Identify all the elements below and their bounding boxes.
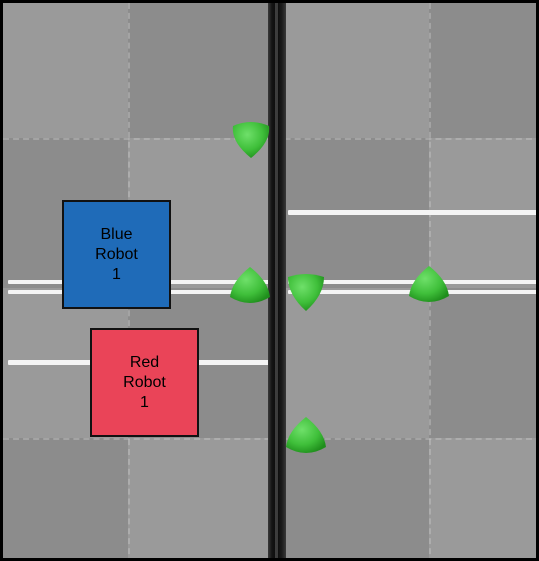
blue-robot-1[interactable]: Blue Robot 1 (62, 200, 171, 309)
field-tile (3, 3, 128, 138)
field-tile (128, 438, 273, 558)
red-robot-label-line2: Robot (123, 373, 166, 391)
field-tile (429, 438, 536, 558)
red-robot-label: Red Robot 1 (123, 353, 166, 413)
field-tile (429, 288, 536, 438)
red-robot-1[interactable]: Red Robot 1 (90, 328, 199, 437)
cone-icon[interactable] (228, 265, 272, 309)
cone-icon[interactable] (284, 415, 328, 459)
field-tile (286, 438, 429, 558)
cone-icon[interactable] (284, 269, 328, 313)
blue-robot-label-line3: 1 (112, 265, 121, 283)
red-robot-label-line1: Red (129, 353, 160, 371)
blue-robot-label-line2: Robot (95, 245, 138, 263)
tape-line-right-upper (288, 210, 536, 215)
field-tile (128, 3, 273, 138)
field-tile (3, 438, 128, 558)
center-barrier (268, 3, 286, 558)
field-tile (429, 3, 536, 138)
blue-robot-label-line1: Blue (100, 225, 133, 243)
red-robot-label-line3: 1 (140, 393, 149, 411)
field-tile (286, 3, 429, 138)
field-tile (286, 288, 429, 438)
tape-line-right-1 (288, 280, 536, 284)
cone-icon[interactable] (229, 116, 273, 160)
cone-icon[interactable] (407, 264, 451, 308)
blue-robot-label: Blue Robot 1 (95, 225, 138, 285)
